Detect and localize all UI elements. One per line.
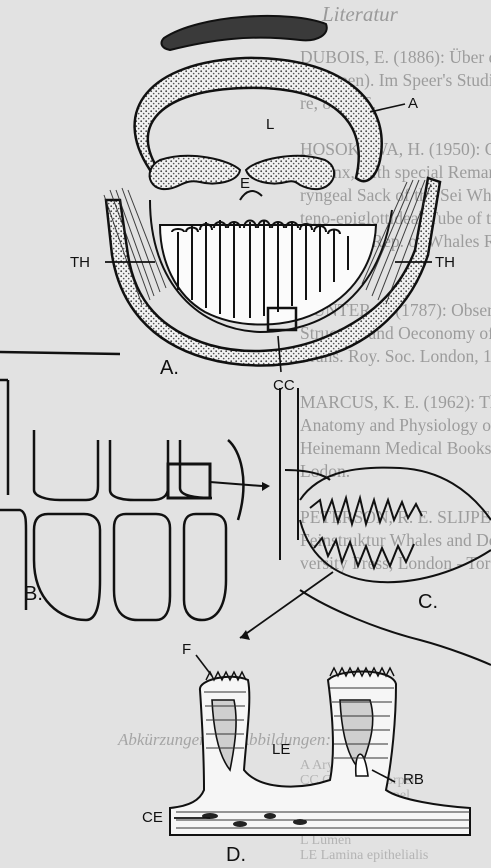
panel-label-A: A. — [160, 358, 179, 378]
label-A: A — [408, 96, 418, 112]
label-E: E — [240, 176, 250, 192]
detail-box-b — [168, 464, 210, 498]
label-TH-left: TH — [70, 255, 90, 271]
label-CE: CE — [142, 810, 163, 826]
panel-c-drawing — [280, 388, 491, 665]
label-TH-right: TH — [435, 255, 455, 271]
panel-d-drawing — [170, 668, 470, 835]
panel-label-C: C. — [418, 592, 438, 612]
label-L: L — [266, 117, 274, 133]
label-F: F — [182, 642, 191, 658]
right-curl — [246, 156, 334, 189]
panel-label-D: D. — [226, 845, 246, 865]
label-CC: CC — [273, 378, 295, 394]
label-RB: RB — [403, 772, 424, 788]
top-cartilage — [162, 16, 327, 50]
panel-label-B: B. — [24, 584, 43, 604]
left-curl — [150, 156, 240, 189]
label-LE: LE — [272, 742, 290, 758]
